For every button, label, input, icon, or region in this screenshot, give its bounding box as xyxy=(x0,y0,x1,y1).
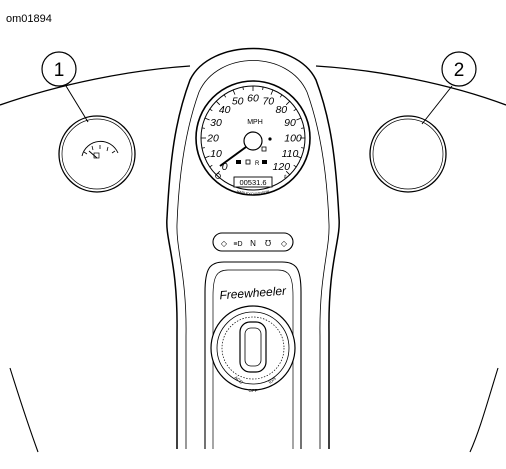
speed-tick-label: 100 xyxy=(284,133,302,145)
high-beam-icon: ≡D xyxy=(233,241,242,248)
callout-1-leader xyxy=(65,85,89,123)
speed-tick-label: 0 xyxy=(222,161,228,173)
speed-tick xyxy=(215,100,221,106)
ignition-label-acc: ACC xyxy=(233,375,244,385)
speedometer-hub xyxy=(243,131,263,151)
speed-tick-label: 60 xyxy=(247,93,259,105)
speedometer-dot xyxy=(268,137,272,141)
speed-tick-label: 50 xyxy=(232,96,244,108)
speedometer-unit: MPH xyxy=(247,119,263,126)
callout-2-number: 2 xyxy=(454,60,465,81)
speed-tick xyxy=(204,117,210,121)
speed-tick xyxy=(296,155,302,159)
tank-top-outline xyxy=(0,65,506,106)
speed-tick xyxy=(204,155,210,159)
speedometer-indicator-icons: R ♯ xyxy=(215,146,287,180)
speed-tick-label: 110 xyxy=(282,148,299,160)
ignition-label-ign: IGN xyxy=(267,376,276,385)
ignition-switch-icon xyxy=(210,305,296,391)
right-gauge xyxy=(369,115,447,193)
callout-2-leader xyxy=(421,85,453,125)
speed-tick xyxy=(293,164,297,168)
callout-1-number: 1 xyxy=(54,60,65,81)
figure-id-label: om01894 xyxy=(6,13,52,25)
speed-tick-label: 70 xyxy=(262,96,274,108)
neutral-icon: N xyxy=(250,239,256,248)
console-inner-outline xyxy=(176,60,330,449)
speed-tick xyxy=(301,147,305,149)
tank-right-edge xyxy=(469,367,499,453)
speed-tick-label: 20 xyxy=(206,133,219,145)
speed-tick xyxy=(285,170,291,176)
speed-tick-label: 120 xyxy=(273,161,291,173)
tank-left-edge xyxy=(9,367,39,453)
callout-2-circle xyxy=(441,51,477,87)
turn-signal-right-icon: ◇ xyxy=(281,239,288,248)
speed-tick-label: 90 xyxy=(284,117,296,129)
tank-script-logo: Freewheeler xyxy=(219,284,288,303)
speed-tick xyxy=(296,117,302,121)
speed-tick xyxy=(201,147,205,149)
speed-tick-label: 10 xyxy=(210,148,222,160)
speed-tick xyxy=(262,86,264,90)
speed-tick-label: 40 xyxy=(219,104,231,116)
indicator-panel: ◇ ≡D N ℧ ◇ xyxy=(212,232,294,252)
svg-text:R: R xyxy=(255,161,260,167)
speed-tick xyxy=(270,89,274,95)
callout-1-circle xyxy=(41,51,77,87)
brand-arc-text: HARLEY-DAVIDSON xyxy=(236,189,270,196)
oil-pressure-icon: ℧ xyxy=(265,239,271,248)
speed-tick xyxy=(223,94,227,98)
odometer-box xyxy=(233,176,273,188)
speedometer-needle xyxy=(219,146,247,167)
speed-tick-label: 80 xyxy=(275,104,287,116)
speedometer-ticks xyxy=(201,86,305,176)
svg-text:♯: ♯ xyxy=(284,174,287,180)
speed-tick xyxy=(242,86,244,90)
speed-tick xyxy=(279,94,283,98)
right-gauge-inner-ring xyxy=(372,118,444,190)
ignition-label-off: OFF xyxy=(249,388,258,393)
speed-tick xyxy=(209,164,213,168)
odometer-readout: 00531.6 xyxy=(239,178,266,187)
speed-tick xyxy=(293,108,297,112)
console-outer-outline xyxy=(166,47,340,449)
fuel-gauge-icon xyxy=(81,140,119,159)
speed-tick-label: 30 xyxy=(210,117,222,129)
speed-tick xyxy=(232,89,236,95)
turn-signal-left-icon: ◇ xyxy=(221,239,228,248)
console-panel-inner xyxy=(212,269,294,449)
speed-tick xyxy=(285,100,291,106)
fuel-gauge xyxy=(58,115,136,193)
console-panel xyxy=(204,261,302,449)
speed-tick xyxy=(209,108,213,112)
